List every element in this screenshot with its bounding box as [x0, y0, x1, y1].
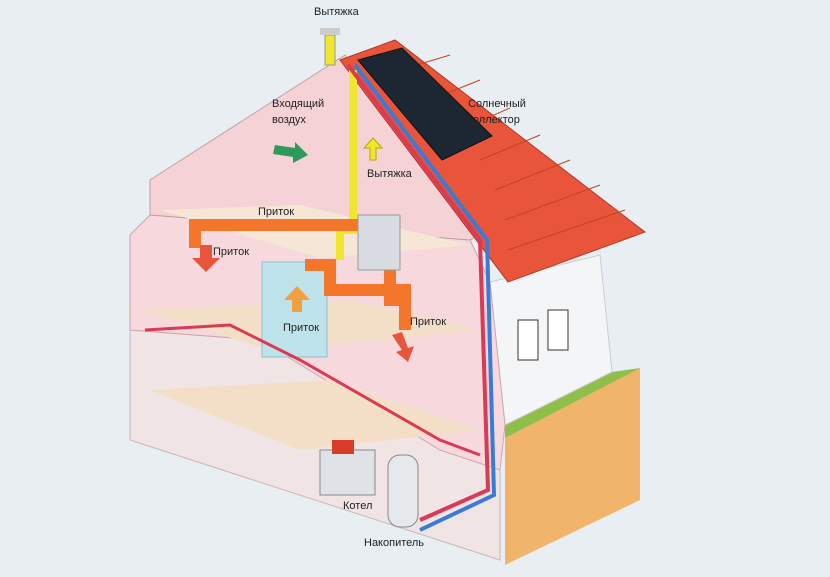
storage-tank [387, 454, 419, 528]
storage-tank-label: Накопитель [364, 537, 425, 549]
incoming-air-label-line2: воздух [272, 114, 306, 126]
solar-collector-label-line2: коллектор [468, 114, 520, 126]
solar-collector-label-line1: Солнечный [468, 98, 526, 110]
supply-label-left: Приток [213, 246, 250, 258]
exhaust-label-top: Вытяжка [314, 6, 359, 18]
exhaust-chimney [324, 34, 336, 66]
chimney-cap [320, 28, 340, 35]
boiler-label: Котел [343, 500, 373, 512]
supply-label-right: Приток [410, 316, 447, 328]
window-right [517, 309, 569, 361]
supply-arrow-right-icon [392, 332, 414, 362]
grass [505, 368, 640, 438]
supply-label-bath: Приток [283, 322, 320, 334]
boiler [319, 449, 376, 496]
supply-label-attic: Приток [258, 206, 295, 218]
supply-arrow-down-icon [192, 245, 220, 272]
exhaust-arrow-icon [362, 137, 384, 161]
incoming-air-label-line1: Входящий [272, 98, 325, 110]
supply-arrow-up-icon [284, 286, 310, 312]
cold-water-pipe [353, 63, 497, 532]
heating-pipe [144, 323, 481, 457]
solar-collector [357, 47, 493, 161]
boiler-burner [332, 440, 354, 454]
hot-water-pipe [346, 63, 491, 522]
exhaust-label-attic: Вытяжка [367, 168, 412, 180]
ventilation-unit [357, 214, 401, 271]
first-floor [150, 380, 480, 450]
intake-arrow-icon [273, 142, 308, 163]
supply-duct-lower [305, 259, 411, 330]
